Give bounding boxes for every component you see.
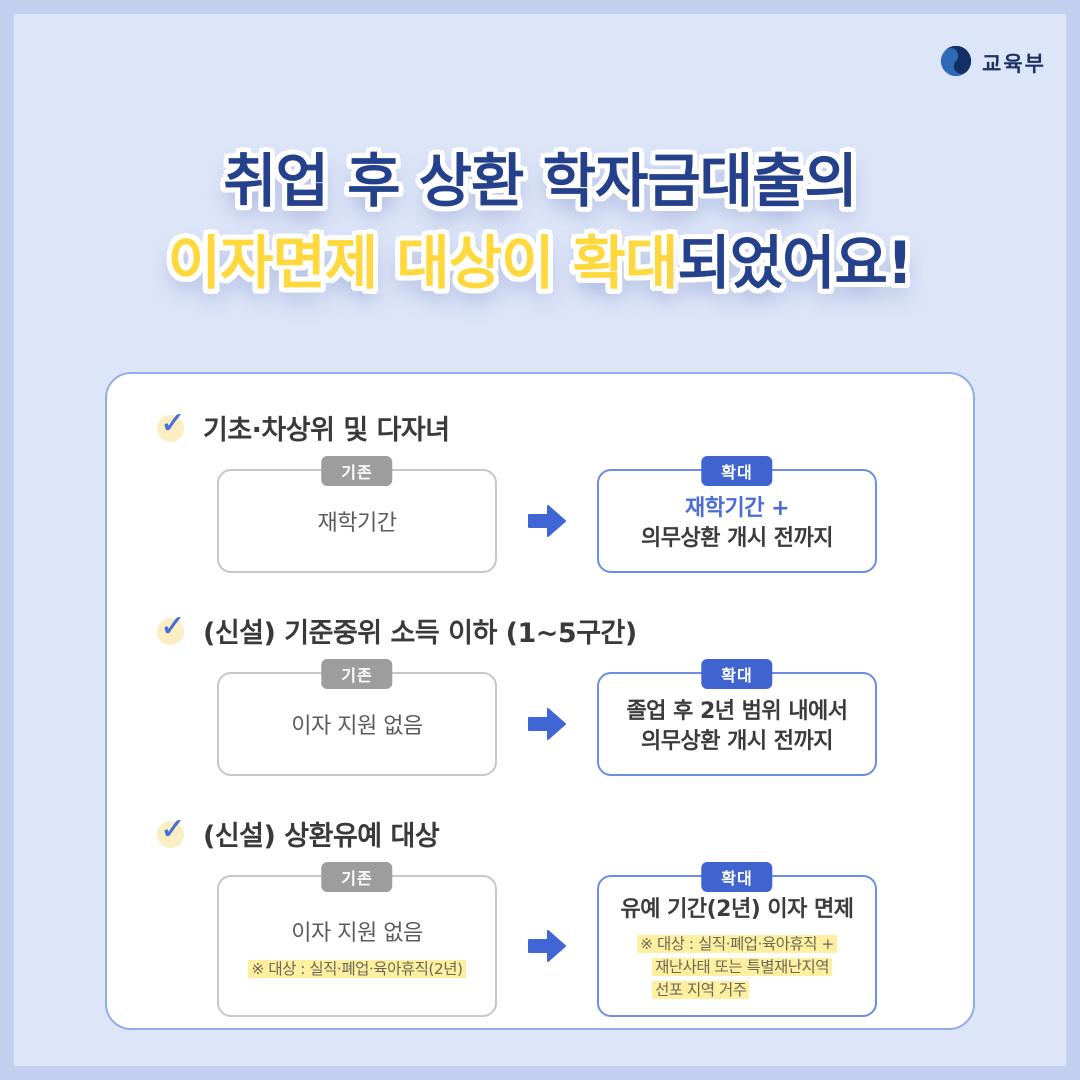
section-2-compare-row: 기존 이자 지원 없음 확대 졸업 후 2년 범위 내에서 의무상환 개시 전까… <box>217 659 877 776</box>
after-tag: 확대 <box>701 659 773 689</box>
moe-taegeuk-icon <box>939 44 973 82</box>
section-2-before-box: 기존 이자 지원 없음 <box>217 659 497 776</box>
right-arrow-icon <box>528 707 566 741</box>
page-title: 취업 후 상환 학자금대출의 이자면제 대상이 확대되었어요! <box>0 140 1080 305</box>
section-1-compare-row: 기존 재학기간 확대 재학기간 + 의무상환 개시 전까지 <box>217 456 877 573</box>
section-1-after-box: 확대 재학기간 + 의무상환 개시 전까지 <box>597 456 877 573</box>
section-1-before-text: 재학기간 <box>317 511 397 537</box>
title-line-2: 이자면제 대상이 확대되었어요! <box>0 222 1080 304</box>
section-3-after-note: ※ 대상 : 실직·폐업·육아휴직 + 재난사태 또는 특별재난지역 선포 지역… <box>637 933 837 1003</box>
section-basic-multichild: ✓ 기초·차상위 및 다자녀 기존 재학기간 확대 재학기간 + 의무상환 개 <box>107 406 973 573</box>
section-1-heading: 기초·차상위 및 다자녀 <box>203 415 450 446</box>
moe-logo-label: 교육부 <box>982 52 1046 76</box>
section-3-before-note: ※ 대상 : 실직·폐업·육아휴직(2년) <box>248 957 466 979</box>
section-2-after-line2: 의무상환 개시 전까지 <box>641 729 833 754</box>
section-1-after-line2: 의무상환 개시 전까지 <box>641 526 833 551</box>
section-2-before-text: 이자 지원 없음 <box>291 714 423 740</box>
check-icon: ✓ <box>157 812 189 850</box>
content-card: ✓ 기초·차상위 및 다자녀 기존 재학기간 확대 재학기간 + 의무상환 개 <box>105 372 975 1030</box>
section-3-before-text: 이자 지원 없음 <box>291 920 423 946</box>
section-repayment-deferment: ✓ (신설) 상환유예 대상 기존 이자 지원 없음 ※ 대상 : 실직·폐업·… <box>107 812 973 1017</box>
after-tag: 확대 <box>701 862 773 892</box>
section-3-heading-row: ✓ (신설) 상환유예 대상 <box>107 812 973 853</box>
section-3-after-line1: 유예 기간(2년) 이자 면제 <box>620 897 854 923</box>
section-3-heading: (신설) 상환유예 대상 <box>203 821 440 852</box>
check-icon: ✓ <box>157 406 189 444</box>
moe-logo: 교육부 <box>939 44 1046 82</box>
section-2-heading-row: ✓ (신설) 기준중위 소득 이하 (1~5구간) <box>107 609 973 650</box>
section-1-after-line1: 재학기간 + <box>684 496 790 522</box>
section-2-heading: (신설) 기준중위 소득 이하 (1~5구간) <box>203 618 637 649</box>
before-tag: 기존 <box>321 659 393 689</box>
section-2-after-line1: 졸업 후 2년 범위 내에서 <box>626 699 848 725</box>
section-3-after-box: 확대 유예 기간(2년) 이자 면제 ※ 대상 : 실직·폐업·육아휴직 + 재… <box>597 862 877 1017</box>
before-tag: 기존 <box>321 862 393 892</box>
section-3-before-box: 기존 이자 지원 없음 ※ 대상 : 실직·폐업·육아휴직(2년) <box>217 862 497 1017</box>
check-icon: ✓ <box>157 609 189 647</box>
section-1-before-box: 기존 재학기간 <box>217 456 497 573</box>
title-rest: 되었어요! <box>677 229 913 298</box>
section-median-income: ✓ (신설) 기준중위 소득 이하 (1~5구간) 기존 이자 지원 없음 확대… <box>107 609 973 776</box>
before-tag: 기존 <box>321 456 393 486</box>
title-line-1: 취업 후 상환 학자금대출의 <box>223 147 858 215</box>
right-arrow-icon <box>528 929 566 963</box>
section-1-heading-row: ✓ 기초·차상위 및 다자녀 <box>107 406 973 447</box>
section-3-compare-row: 기존 이자 지원 없음 ※ 대상 : 실직·폐업·육아휴직(2년) 확대 유예 … <box>217 862 877 1017</box>
right-arrow-icon <box>528 504 566 538</box>
after-tag: 확대 <box>701 456 773 486</box>
title-highlight: 이자면제 대상이 확대 <box>167 229 679 298</box>
section-2-after-box: 확대 졸업 후 2년 범위 내에서 의무상환 개시 전까지 <box>597 659 877 776</box>
